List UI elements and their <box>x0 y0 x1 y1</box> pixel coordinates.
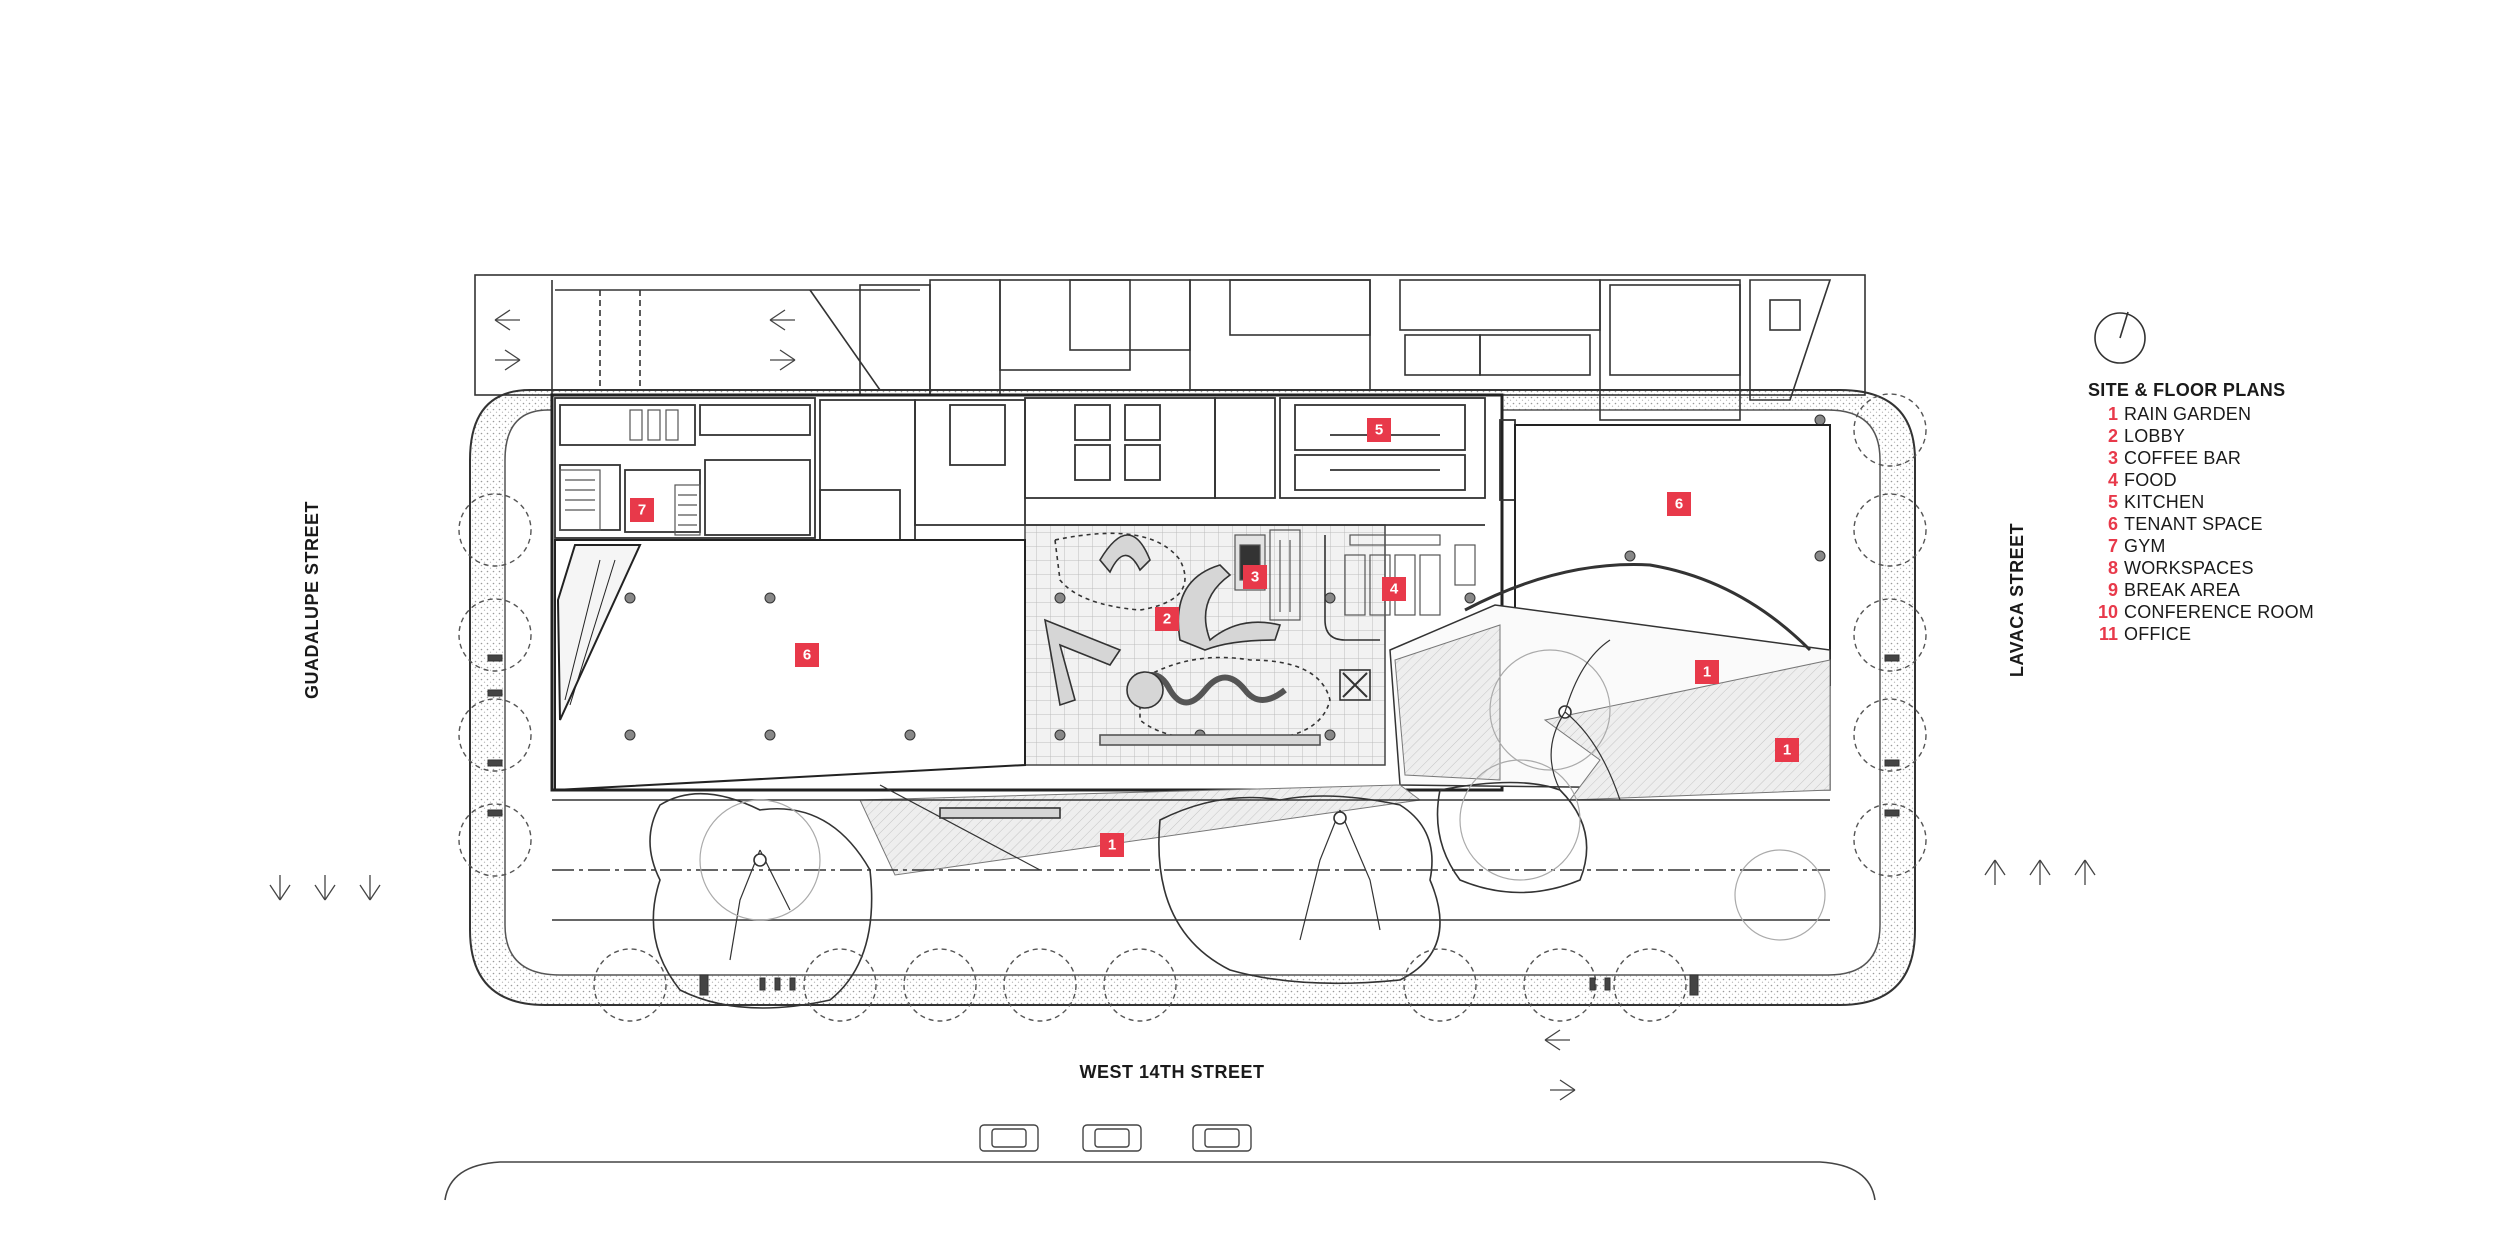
room-tag-food: 4 <box>1382 577 1406 601</box>
legend-item-label: RAIN GARDEN <box>2124 404 2252 424</box>
legend-item-label: GYM <box>2124 536 2166 556</box>
legend-item-label: FOOD <box>2124 470 2177 490</box>
room-tag-gym: 7 <box>630 498 654 522</box>
legend-item: 4 FOOD <box>2088 469 2388 491</box>
legend-list: 1 RAIN GARDEN 2 LOBBY 3 COFFEE BAR 4 FOOD 5 KITCH… <box>2088 403 2388 645</box>
street-label-west-14th: WEST 14TH STREET <box>1079 1062 1264 1082</box>
legend-item-number: 4 <box>2107 470 2118 490</box>
svg-text:1: 1 <box>1108 837 1116 854</box>
legend-item-number: 8 <box>2107 558 2118 578</box>
legend-title: SITE & FLOOR PLANS <box>2088 380 2286 400</box>
legend-item: 1 RAIN GARDEN <box>2088 403 2388 425</box>
svg-text:6: 6 <box>803 647 811 664</box>
svg-text:4: 4 <box>1390 581 1399 598</box>
legend-item: 10 CONFERENCE ROOM <box>2088 601 2388 623</box>
curb-furnishings <box>487 654 1900 996</box>
svg-text:6: 6 <box>1675 496 1683 513</box>
svg-text:7: 7 <box>638 502 646 519</box>
street-label-lavaca: LAVACA STREET <box>2007 523 2027 677</box>
legend-item-number: 3 <box>2107 448 2118 468</box>
room-tag-lobby: 2 <box>1155 607 1179 631</box>
legend-item: 7 GYM <box>2088 535 2388 557</box>
legend-item-number: 10 <box>2097 602 2118 622</box>
legend-item-number: 1 <box>2107 404 2118 424</box>
legend-item: 2 LOBBY <box>2088 425 2388 447</box>
legend-item: 9 BREAK AREA <box>2088 579 2388 601</box>
svg-text:1: 1 <box>1783 742 1791 759</box>
svg-text:2: 2 <box>1163 611 1171 628</box>
room-tag-kitchen: 5 <box>1367 418 1391 442</box>
legend-item-number: 11 <box>2098 624 2118 644</box>
legend-item: 5 KITCHEN <box>2088 491 2388 513</box>
legend-item: 6 TENANT SPACE <box>2088 513 2388 535</box>
legend-item: 3 COFFEE BAR <box>2088 447 2388 469</box>
svg-text:3: 3 <box>1251 569 1259 586</box>
legend-item: 11 OFFICE <box>2088 623 2388 645</box>
street-label-guadalupe: GUADALUPE STREET <box>302 501 322 699</box>
legend-item-label: LOBBY <box>2124 426 2186 446</box>
legend-item-label: CONFERENCE ROOM <box>2124 602 2315 622</box>
lobby-furniture <box>1043 532 1371 746</box>
legend-item-label: OFFICE <box>2124 624 2192 644</box>
tenant-space-west <box>554 539 1026 792</box>
site-plaza <box>552 639 1830 1009</box>
legend-item-label: WORKSPACES <box>2124 558 2254 578</box>
north-arrow-icon <box>2094 311 2146 364</box>
street-trees <box>458 393 1927 1022</box>
street <box>444 1124 1876 1201</box>
legend-item: 8 WORKSPACES <box>2088 557 2388 579</box>
legend-item-label: KITCHEN <box>2124 492 2205 512</box>
arrows <box>269 309 2096 1101</box>
room-tag-rain-garden-c: 1 <box>1100 833 1124 857</box>
legend-item-number: 2 <box>2107 426 2118 446</box>
legend-item-number: 9 <box>2107 580 2118 600</box>
room-tag-rain-garden-a: 1 <box>1695 660 1719 684</box>
room-tag-tenant-space-west: 6 <box>795 643 819 667</box>
legend-item-label: BREAK AREA <box>2124 580 2241 600</box>
svg-text:5: 5 <box>1375 422 1383 439</box>
legend-item-number: 6 <box>2107 514 2118 534</box>
room-tag-tenant-space-east: 6 <box>1667 492 1691 516</box>
room-tag-rain-garden-b: 1 <box>1775 738 1799 762</box>
legend-item-number: 5 <box>2107 492 2118 512</box>
room-tag-coffee-bar: 3 <box>1243 565 1267 589</box>
legend-item-number: 7 <box>2107 536 2118 556</box>
legend-item-label: COFFEE BAR <box>2124 448 2242 468</box>
gym-equipment <box>559 409 701 536</box>
svg-text:1: 1 <box>1703 664 1711 681</box>
legend-item-label: TENANT SPACE <box>2124 514 2263 534</box>
